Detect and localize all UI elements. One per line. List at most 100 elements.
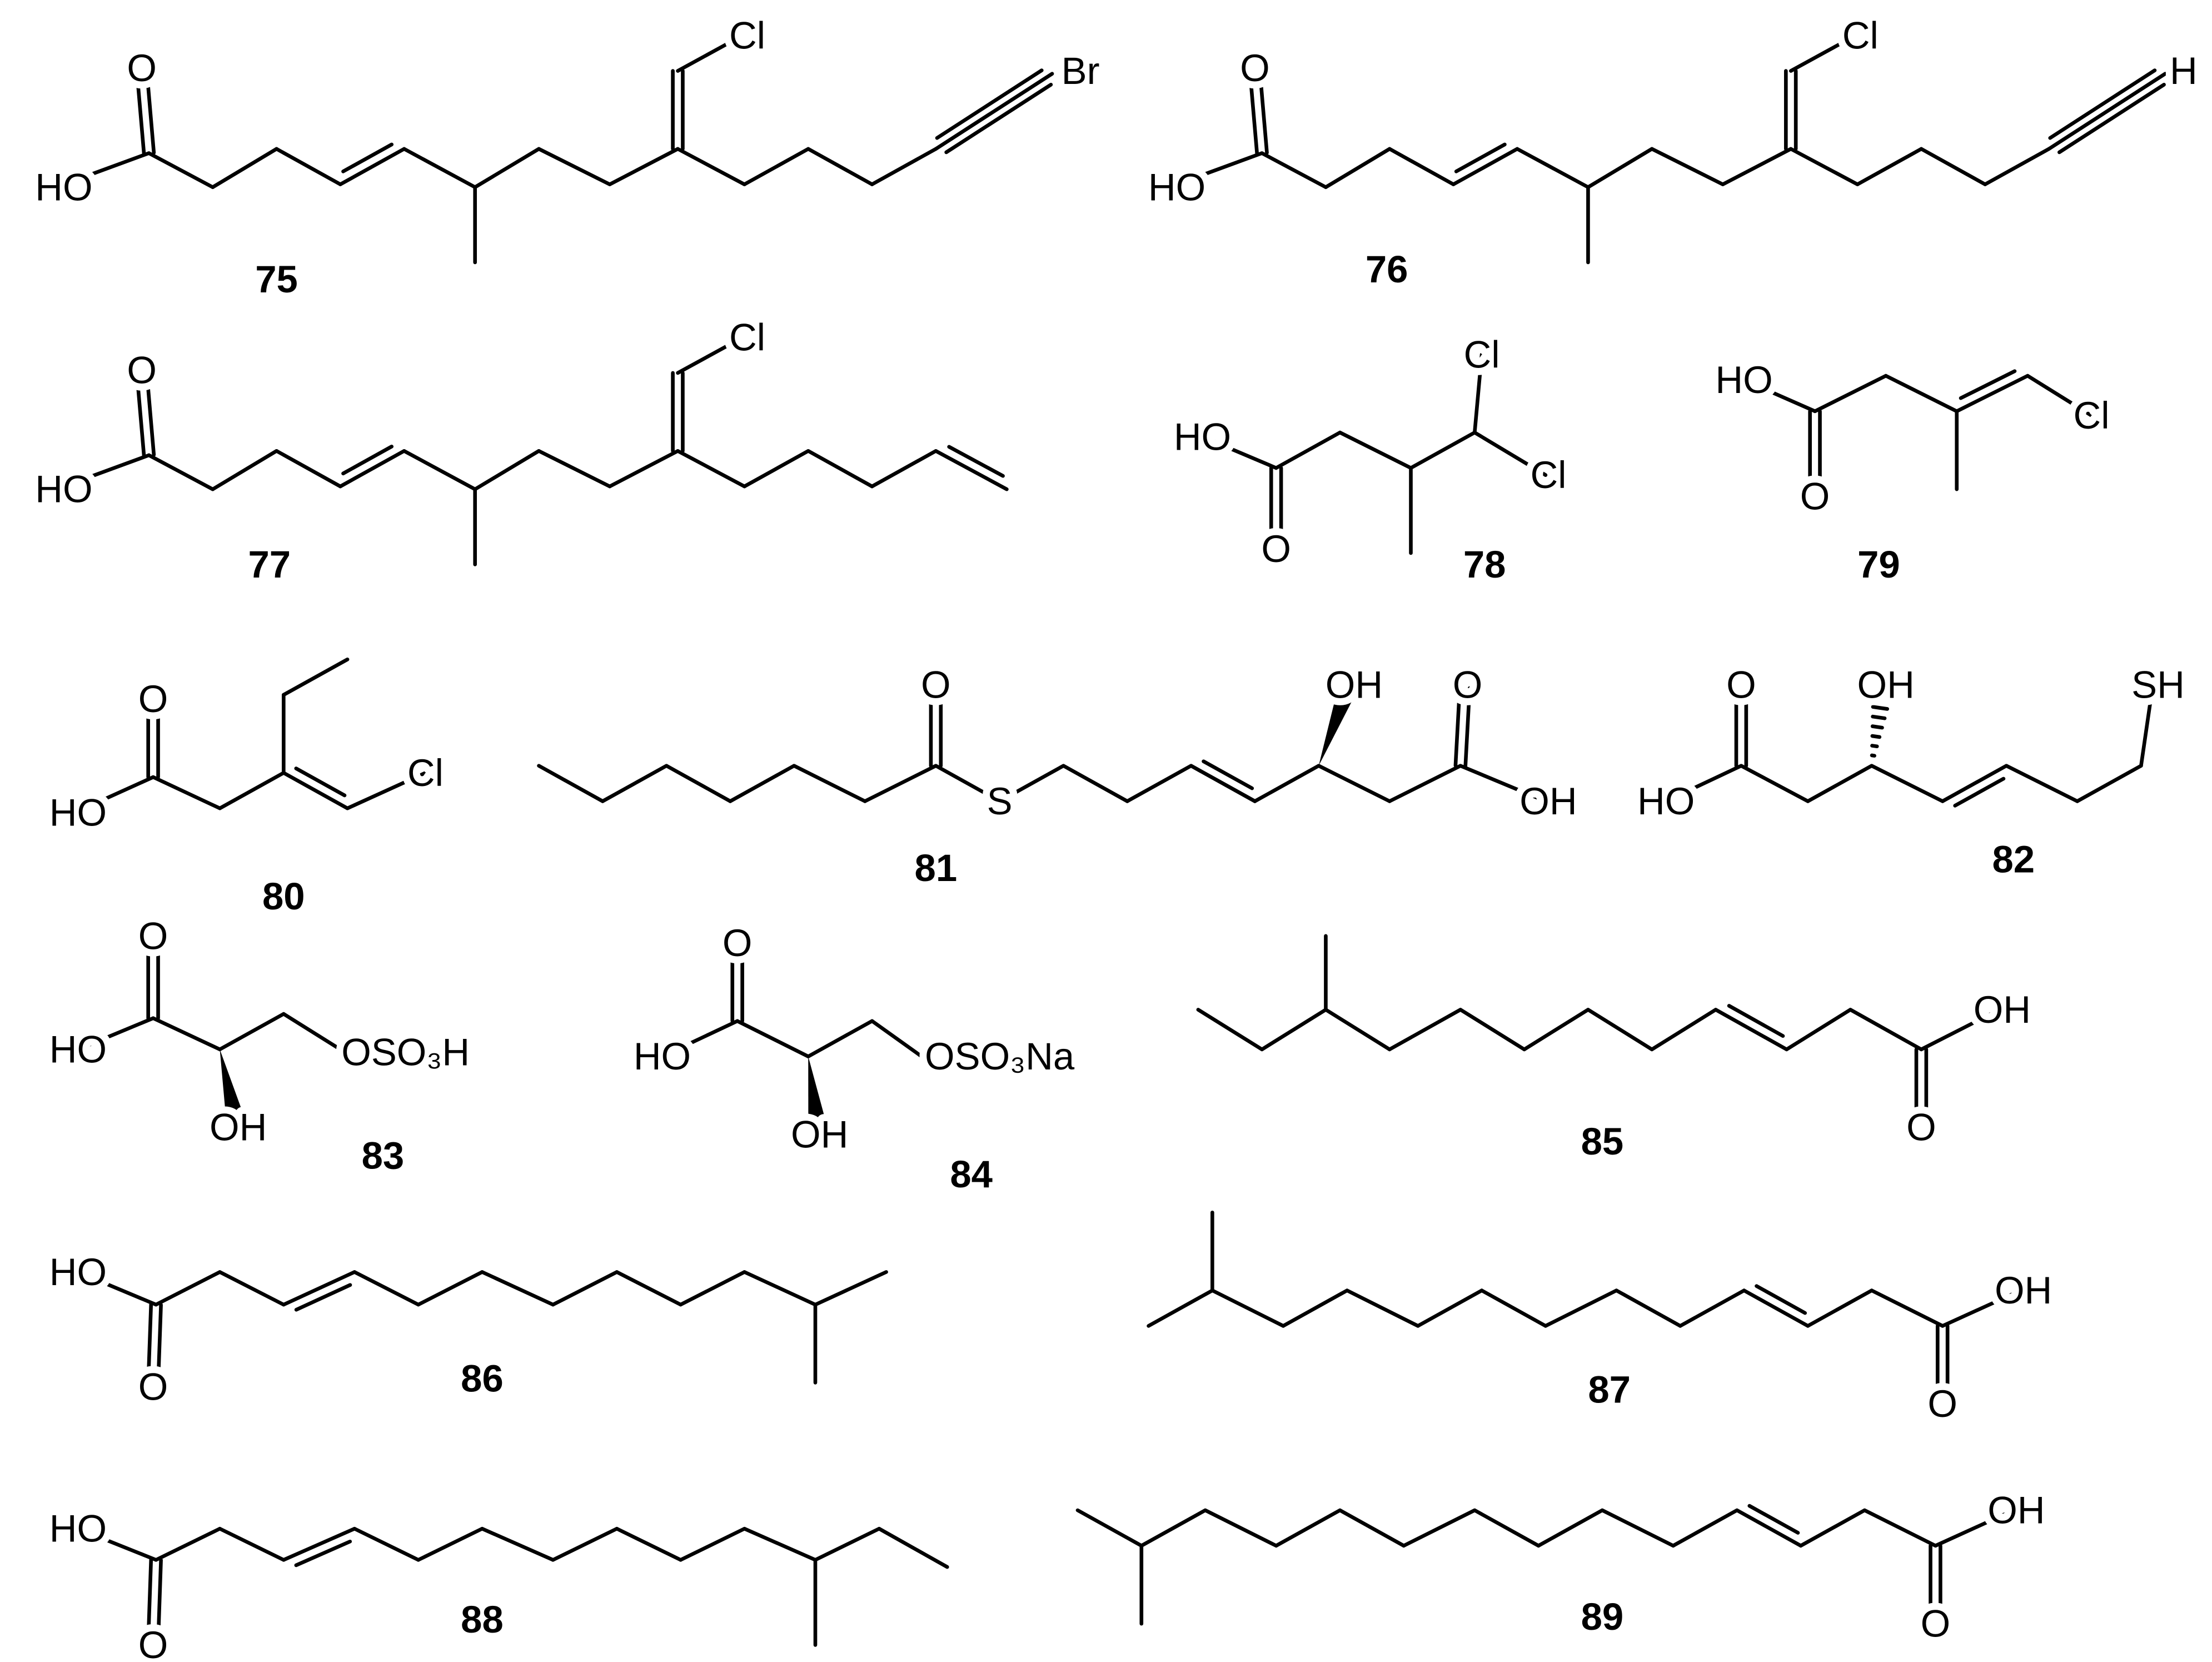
bond [1260, 1008, 1328, 1052]
bond [1258, 68, 1269, 155]
compound-89: OH O 89 [1574, 1482, 2052, 1653]
compound-number: 84 [950, 1153, 993, 1196]
atom-label: OH [1857, 664, 1915, 706]
atom-label: Cl [1530, 454, 1566, 496]
bond [76, 775, 155, 813]
bond [934, 764, 1002, 803]
bond [1739, 764, 1810, 803]
bond [1125, 764, 1193, 803]
atom-label: Cl [1464, 333, 1500, 376]
bond [1755, 1284, 1807, 1315]
bond [743, 147, 810, 186]
compound-82: O HO OH SH 82 [1630, 656, 2191, 888]
bond [1871, 695, 1892, 701]
bond [2139, 686, 2155, 768]
bond [154, 1270, 222, 1307]
bond [660, 1019, 740, 1058]
bond [551, 1526, 619, 1562]
compound-80: O HO Cl 80 [42, 670, 451, 924]
compound-number: 83 [362, 1134, 405, 1177]
bond [1671, 1508, 1739, 1548]
bond [615, 1526, 682, 1562]
atom-label: O [1726, 664, 1756, 706]
bond [1785, 1008, 1852, 1052]
bond [1940, 764, 2009, 803]
bond [944, 82, 1053, 155]
bond [676, 449, 746, 489]
atom-label: OH [791, 1113, 848, 1156]
compound-86: HO O 86 [42, 1243, 511, 1415]
bond [1387, 764, 1463, 803]
bond [294, 1283, 352, 1312]
compound-84: O HO OH OSO₃Na 84 [626, 914, 1082, 1202]
bond [607, 147, 680, 186]
atom-label: OH [1974, 988, 2031, 1031]
bond [1345, 1288, 1420, 1328]
bond [154, 1526, 222, 1562]
atom-label: HO [49, 1507, 107, 1550]
bond [1870, 1288, 1945, 1328]
bond [1281, 1288, 1349, 1328]
bond [1402, 1508, 1477, 1548]
bond [1855, 147, 1924, 186]
bond [1472, 1508, 1541, 1548]
bond [416, 1270, 484, 1307]
atom-label: O [1453, 664, 1483, 706]
bond [1451, 147, 1519, 186]
compound-88: HO O 88 [42, 1500, 511, 1662]
bond [1678, 1288, 1746, 1328]
bond [1953, 777, 2006, 808]
atom-label: HO [1148, 166, 1205, 208]
wedge-bond [808, 1056, 825, 1122]
bond [870, 1019, 924, 1058]
bond [1721, 147, 1793, 186]
bond [813, 1526, 881, 1562]
bond [1747, 1504, 1800, 1535]
compound-number: 82 [1992, 838, 2035, 881]
bond [792, 764, 867, 803]
wedge-bond [1318, 694, 1352, 766]
bond [934, 449, 1009, 491]
bond [480, 1526, 555, 1562]
atom-label: O [1927, 1382, 1957, 1425]
compound-number: 76 [1366, 248, 1408, 291]
bond [146, 1557, 153, 1644]
atom-label: O [1921, 1603, 1951, 1645]
bond [877, 1526, 949, 1569]
bond [664, 764, 733, 803]
bond [1870, 744, 1879, 749]
bond [806, 1019, 874, 1058]
bond [1983, 147, 2051, 186]
bond [2025, 374, 2094, 417]
atom-label: O [127, 349, 157, 391]
compound-number: 87 [1588, 1369, 1631, 1411]
bond [1799, 1508, 1867, 1548]
bond [1870, 764, 1945, 803]
bond [537, 764, 605, 803]
bond [147, 151, 215, 190]
bond [151, 775, 222, 810]
atom-label: HO [1637, 780, 1695, 823]
atom-label: Cl [729, 14, 765, 57]
bond [218, 1526, 286, 1562]
atom-label: SH [2131, 664, 2185, 706]
compound-number: 88 [461, 1598, 504, 1641]
bond [1650, 1008, 1718, 1052]
atom-label: HO [49, 1028, 107, 1071]
bond [281, 771, 350, 810]
bond [1515, 147, 1590, 190]
atom-label: O [138, 1366, 168, 1409]
bond [211, 449, 278, 491]
bond [1387, 147, 1456, 186]
atom-label: OH [210, 1106, 267, 1149]
bond [743, 449, 810, 489]
bond [62, 151, 151, 186]
bond [537, 449, 612, 489]
bond [416, 1526, 484, 1562]
bond [62, 453, 151, 489]
bond [1742, 378, 1817, 414]
bond [1479, 1288, 1548, 1328]
bond [275, 147, 342, 186]
bond [1940, 1288, 2022, 1328]
compound-85: OH O 85 [1574, 981, 2038, 1170]
